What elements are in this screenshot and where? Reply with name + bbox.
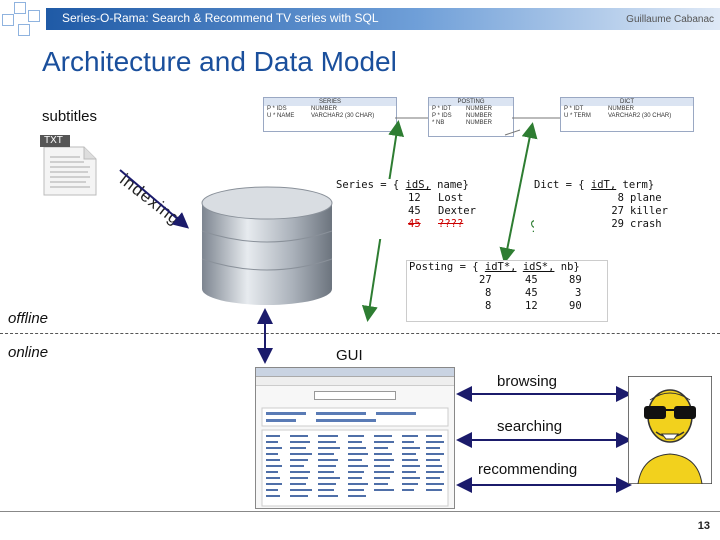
schema-table-posting: POSTING P * IDT NUMBER P * IDS NUMBER * NB…	[428, 97, 514, 137]
posting-cell: 8	[485, 300, 492, 312]
schema-col: P * IDT	[432, 106, 452, 112]
dict-cell: plane	[630, 192, 662, 204]
header-title: Series-O-Rama: Search & Recommend TV ser…	[62, 11, 379, 25]
header-author: Guillaume Cabanac	[626, 14, 714, 25]
footer-line	[0, 511, 720, 512]
posting-col-ids: idS*,	[522, 261, 555, 273]
schema-type: NUMBER	[311, 106, 338, 112]
dict-relation: Dict = { idT, term} 8 plane 27 killer 29 cr…	[534, 179, 674, 239]
dict-cell: 29	[611, 218, 624, 230]
dict-col-idt: idT,	[590, 179, 617, 191]
series-cell: 45	[408, 205, 421, 217]
series-cell-struck: 45	[408, 218, 421, 230]
dict-cell: killer	[630, 205, 668, 217]
header-squares	[0, 0, 46, 40]
searching-label: searching	[497, 418, 563, 435]
browsing-label: browsing	[497, 373, 558, 390]
schema-col: U * NAME	[267, 113, 295, 119]
schema-type: NUMBER	[466, 113, 493, 119]
schema-table-name: SERIES	[264, 98, 396, 106]
dict-head: Dict = {	[534, 179, 585, 191]
posting-cell: 3	[575, 287, 582, 299]
online-label: online	[8, 344, 49, 361]
database-icon	[198, 183, 336, 309]
gui-label: GUI	[336, 347, 363, 364]
series-cell: Dexter	[438, 205, 476, 217]
schema-table-name: DICT	[561, 98, 693, 106]
offline-online-divider	[0, 333, 720, 334]
offline-label: offline	[8, 310, 49, 327]
posting-cell: 90	[569, 300, 582, 312]
series-head: Series = {	[336, 179, 400, 191]
posting-head: Posting = {	[409, 261, 479, 273]
series-col-ids: idS,	[405, 179, 431, 191]
page-title: Architecture and Data Model	[42, 46, 397, 77]
posting-cell: 45	[525, 287, 538, 299]
schema-col: U * TERM	[564, 113, 591, 119]
subtitles-label: subtitles	[42, 108, 98, 125]
series-cell-struck: ????	[438, 218, 464, 230]
schema-table-name: POSTING	[429, 98, 513, 106]
user-avatar	[627, 375, 713, 485]
series-col-name: name}	[437, 179, 469, 191]
header-bar	[46, 8, 720, 30]
txt-label: TXT	[44, 135, 63, 146]
posting-cell: 8	[485, 287, 492, 299]
posting-cell: 12	[525, 300, 538, 312]
schema-table-dict: DICT P * IDT NUMBER U * TERM VARCHAR2 (30 …	[560, 97, 694, 132]
posting-col-idt: idT*,	[484, 261, 517, 273]
recommending-label: recommending	[478, 461, 578, 478]
schema-col: P * IDS	[432, 113, 452, 119]
txt-file-icon: TXT	[40, 135, 100, 197]
series-relation: Series = { idS, name} 12 Lost 45 Dexter 45…	[336, 179, 491, 239]
schema-col: P * IDT	[564, 106, 584, 112]
series-cell: 12	[408, 192, 421, 204]
dict-col-term: term}	[622, 179, 655, 191]
schema-type: VARCHAR2 (30 CHAR)	[608, 113, 672, 119]
schema-type: NUMBER	[466, 106, 493, 112]
dict-cell: 27	[611, 205, 624, 217]
schema-type: NUMBER	[466, 120, 493, 126]
schema-type: NUMBER	[608, 106, 635, 112]
schema-col: P * IDS	[267, 106, 287, 112]
posting-cell: 27	[479, 274, 492, 286]
gui-screenshot	[255, 367, 455, 509]
dict-cell: 8	[617, 192, 624, 204]
schema-type: VARCHAR2 (30 CHAR)	[311, 113, 375, 119]
schema-col: * NB	[432, 120, 445, 126]
dict-cell: crash	[630, 218, 662, 230]
page-number: 13	[697, 520, 710, 532]
posting-col-nb: nb}	[560, 261, 580, 273]
posting-cell: 89	[569, 274, 582, 286]
posting-cell: 45	[525, 274, 538, 286]
series-cell: Lost	[438, 192, 464, 204]
